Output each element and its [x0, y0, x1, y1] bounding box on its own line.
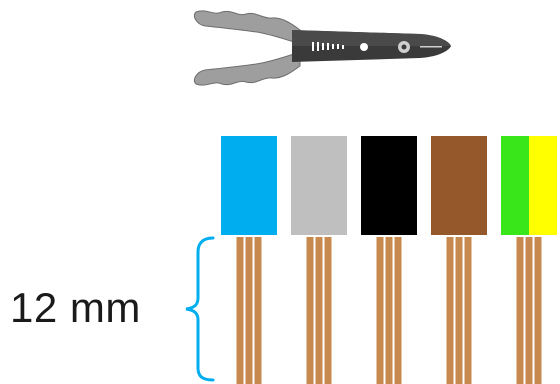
wire-conductor-strand: [525, 237, 533, 384]
wire-conductor-strand: [394, 237, 402, 384]
wire-conductor-strand: [254, 237, 262, 384]
wire-conductor-strand: [455, 237, 463, 384]
wire-black: [361, 136, 417, 384]
wire-group: [221, 136, 557, 384]
wire-conductor-strand: [534, 237, 542, 384]
wire-insulation: [529, 136, 557, 235]
wire-insulation: [291, 136, 347, 235]
wire-conductor-strand: [306, 237, 314, 384]
wire-blue: [221, 136, 277, 384]
wire-conductor-strand: [245, 237, 253, 384]
wire-insulation: [501, 136, 529, 235]
wire-insulation: [221, 136, 277, 235]
wire-green-yellow: [501, 136, 557, 384]
wire-conductor-strand: [315, 237, 323, 384]
wire-grey: [291, 136, 347, 384]
wire-conductor-strand: [516, 237, 524, 384]
wire-conductor-strand: [324, 237, 332, 384]
measure-bracket: [185, 236, 215, 382]
wire-conductor-strand: [376, 237, 384, 384]
wire-stripper-icon: [193, 10, 451, 86]
wire-conductor-strand: [236, 237, 244, 384]
wire-brown: [431, 136, 487, 384]
wire-conductor-strand: [446, 237, 454, 384]
wire-conductor-strand: [385, 237, 393, 384]
wire-insulation: [361, 136, 417, 235]
wire-insulation: [431, 136, 487, 235]
measurement-label: 12 mm: [10, 284, 141, 331]
wire-conductor-strand: [464, 237, 472, 384]
